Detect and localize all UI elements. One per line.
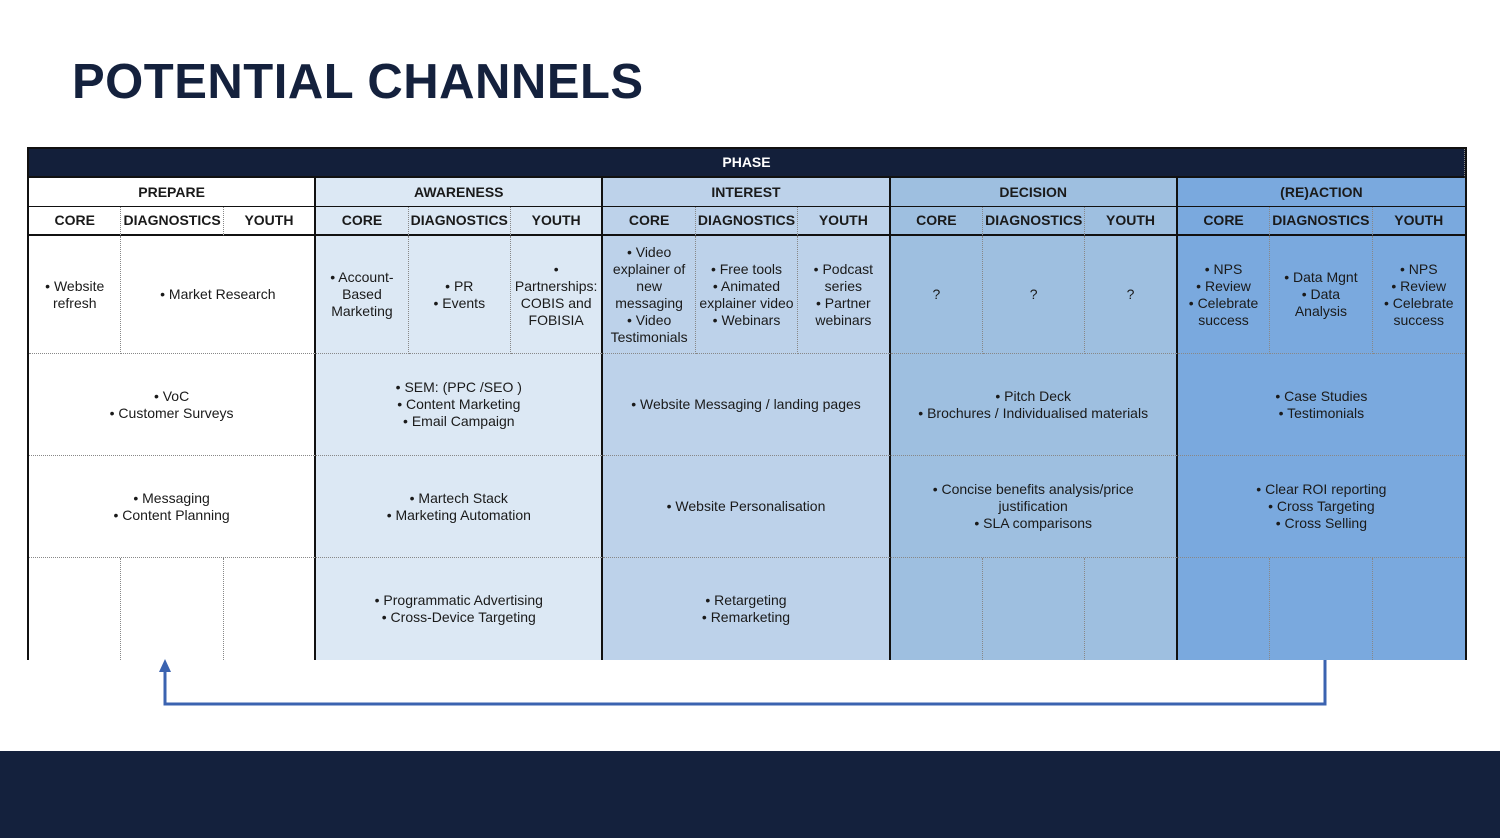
subcol-core: CORE [29,207,122,236]
footer-band [0,751,1500,838]
subcol-core: CORE [316,207,409,236]
cell-decision-core: ? [890,236,984,354]
cell-empty [1372,558,1465,660]
cell-prepare-row3: • Messaging • Content Planning [29,456,317,558]
cell-empty [223,558,317,660]
cell-interest-row4: • Retargeting • Remarketing [603,558,891,660]
cell-reaction-diag: • Data Mgnt • Data Analysis [1270,236,1373,354]
subcol-diagnostics: DIAGNOSTICS [408,207,511,236]
cell-empty [29,558,122,660]
phase-awareness: AWARENESS [316,178,604,207]
cell-decision-diag: ? [983,236,1086,354]
cell-interest-youth: • Podcast series • Partner webinars [798,236,891,354]
cell-reaction-row2: • Case Studies • Testimonials [1177,354,1465,456]
cell-awareness-row3: • Martech Stack • Marketing Automation [316,456,604,558]
subcol-youth: YOUTH [510,207,604,236]
subcol-core: CORE [603,207,696,236]
cell-interest-diag: • Free tools • Animated explainer video … [695,236,799,354]
phase-reaction: (RE)ACTION [1177,178,1465,207]
cell-awareness-core: • Account- Based Marketing [316,236,409,354]
cell-empty [1177,558,1271,660]
cell-reaction-row3: • Clear ROI reporting • Cross Targeting … [1177,456,1465,558]
cell-awareness-diag: • PR • Events [408,236,511,354]
subcol-core: CORE [890,207,984,236]
subcol-diagnostics: DIAGNOSTICS [983,207,1086,236]
cell-empty [121,558,224,660]
cell-decision-row3: • Concise benefits analysis/price justif… [890,456,1178,558]
cell-decision-youth: ? [1085,236,1178,354]
cell-interest-row2: • Website Messaging / landing pages [603,354,891,456]
cell-awareness-row2: • SEM: (PPC /SEO ) • Content Marketing •… [316,354,604,456]
subcol-youth: YOUTH [1372,207,1465,236]
cell-interest-row3: • Website Personalisation [603,456,891,558]
cell-empty [1085,558,1178,660]
subcol-youth: YOUTH [798,207,891,236]
phase-decision: DECISION [890,178,1178,207]
cell-reaction-youth: • NPS • Review • Celebrate success [1372,236,1465,354]
subcol-youth: YOUTH [223,207,317,236]
cell-interest-core: • Video explainer of new messaging • Vid… [603,236,696,354]
cell-empty [983,558,1086,660]
subcol-diagnostics: DIAGNOSTICS [1270,207,1373,236]
channels-table: PHASE PREPARE AWARENESS INTEREST DECISIO… [27,147,1467,660]
subcol-diagnostics: DIAGNOSTICS [695,207,799,236]
arrowhead-icon [159,659,171,672]
cell-awareness-row4: • Programmatic Advertising • Cross-Devic… [316,558,604,660]
phase-interest: INTEREST [603,178,891,207]
cell-prepare-core: • Website refresh [29,236,122,354]
phase-header: PHASE [29,149,1465,178]
page-title: POTENTIAL CHANNELS [72,55,644,109]
phase-prepare: PREPARE [29,178,317,207]
cell-reaction-core: • NPS • Review • Celebrate success [1177,236,1271,354]
subcol-youth: YOUTH [1085,207,1178,236]
cell-awareness-youth: • Partnerships: COBIS and FOBISIA [510,236,604,354]
subcol-diagnostics: DIAGNOSTICS [121,207,224,236]
cell-decision-row2: • Pitch Deck • Brochures / Individualise… [890,354,1178,456]
cell-prepare-row2: • VoC • Customer Surveys [29,354,317,456]
cell-empty [890,558,984,660]
cell-empty [1270,558,1373,660]
cell-prepare-diag-youth: • Market Research [121,236,317,354]
subcol-core: CORE [1177,207,1271,236]
